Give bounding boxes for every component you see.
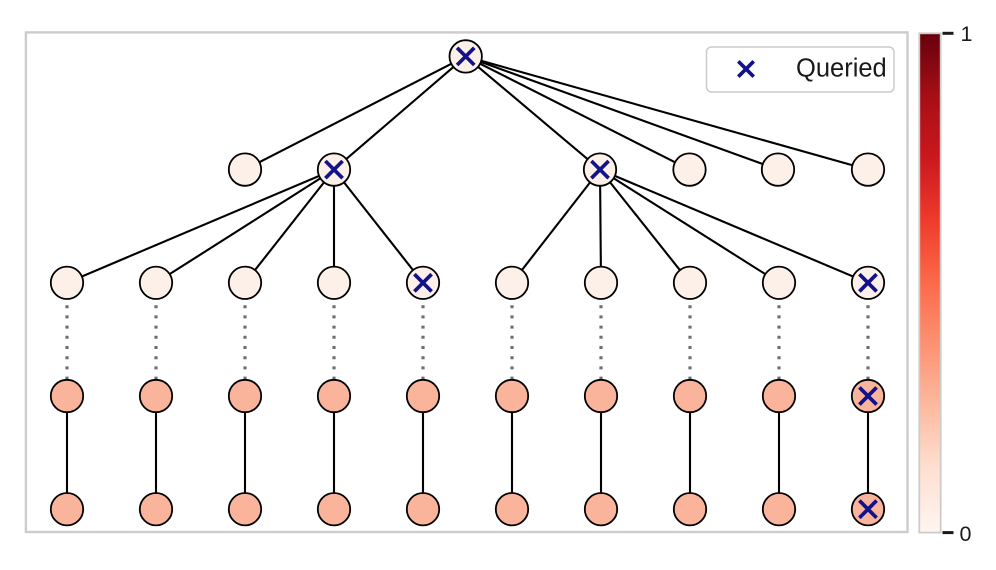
svg-text:Queried: Queried: [796, 55, 887, 83]
svg-text:1: 1: [961, 22, 973, 46]
svg-text:0: 0: [960, 522, 972, 546]
